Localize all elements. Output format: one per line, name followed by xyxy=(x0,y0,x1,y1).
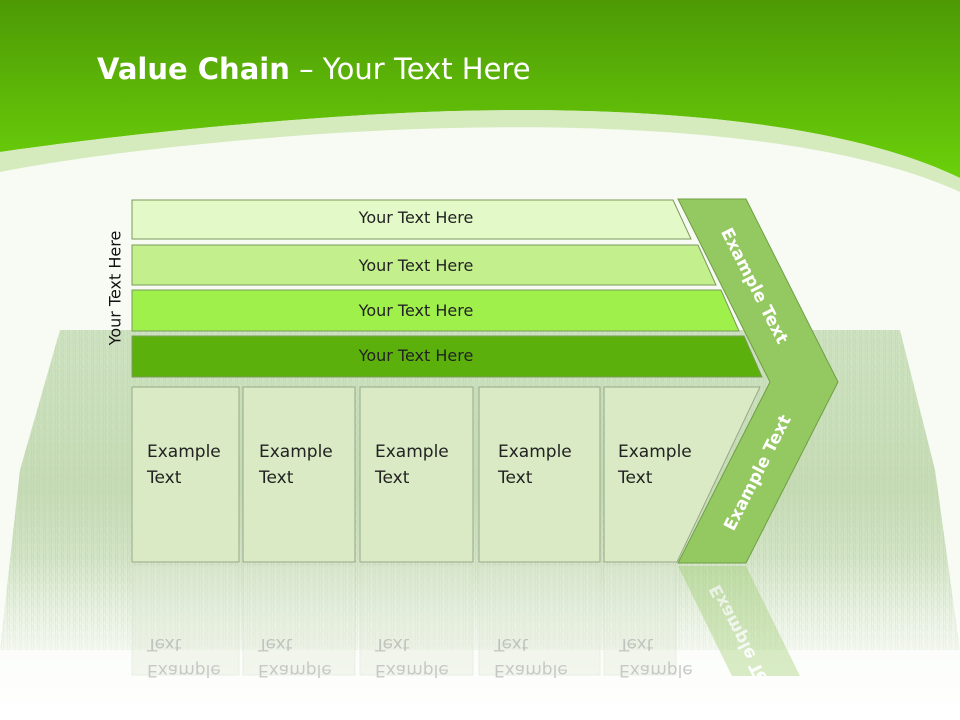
header-swoosh xyxy=(0,110,960,192)
column-1-line2: Text xyxy=(147,468,182,488)
column-reflection-text: Text xyxy=(618,634,654,654)
bar-1 xyxy=(131,199,692,240)
column-reflection-text: Text xyxy=(374,634,410,654)
column-reflection-text: Text xyxy=(493,634,529,654)
chevron-reflection xyxy=(678,566,800,676)
chevron-arrow xyxy=(677,198,839,564)
column-reflection-text: Text xyxy=(257,634,293,654)
column-reflection-4 xyxy=(478,564,601,676)
column-box-1 xyxy=(131,386,240,563)
column-reflection-5 xyxy=(603,564,677,676)
column-3-line2: Text xyxy=(375,468,410,488)
reflection-fade xyxy=(0,560,960,720)
column-4-line2: Text xyxy=(498,468,533,488)
column-box-3 xyxy=(359,386,474,563)
column-box-5 xyxy=(603,386,761,563)
bar-label-4: Your Text Here xyxy=(358,346,474,365)
column-reflection-text: Example xyxy=(258,660,332,680)
bar-label-1: Your Text Here xyxy=(358,208,474,227)
bar-label-3: Your Text Here xyxy=(358,301,474,320)
bar-3 xyxy=(131,289,740,332)
bar-2 xyxy=(131,244,717,286)
bar-label-2: Your Text Here xyxy=(358,256,474,275)
column-reflection-2 xyxy=(242,564,356,676)
slide-title: Value Chain – Your Text Here xyxy=(97,52,531,86)
column-reflection-1 xyxy=(131,564,240,676)
column-reflection-text: Example xyxy=(494,660,568,680)
column-5-line2: Text xyxy=(618,468,653,488)
column-reflection-text: Text xyxy=(146,634,182,654)
column-reflection-text: Example xyxy=(147,660,221,680)
column-1-line1: Example xyxy=(147,442,221,462)
column-box-2 xyxy=(242,386,356,563)
bar-4 xyxy=(131,335,763,378)
column-2-line1: Example xyxy=(259,442,333,462)
column-2-line2: Text xyxy=(259,468,294,488)
column-reflection-text: Example xyxy=(375,660,449,680)
column-box-4 xyxy=(478,386,601,563)
title-bold: Value Chain xyxy=(97,52,290,86)
side-label: Your Text Here xyxy=(105,230,125,346)
column-reflection-text: Example xyxy=(619,660,693,680)
title-rest: – Your Text Here xyxy=(289,52,531,86)
column-4-line1: Example xyxy=(498,442,572,462)
column-5-line1: Example xyxy=(618,442,692,462)
column-reflection-3 xyxy=(359,564,474,676)
header-band xyxy=(0,0,960,178)
column-3-line1: Example xyxy=(375,442,449,462)
